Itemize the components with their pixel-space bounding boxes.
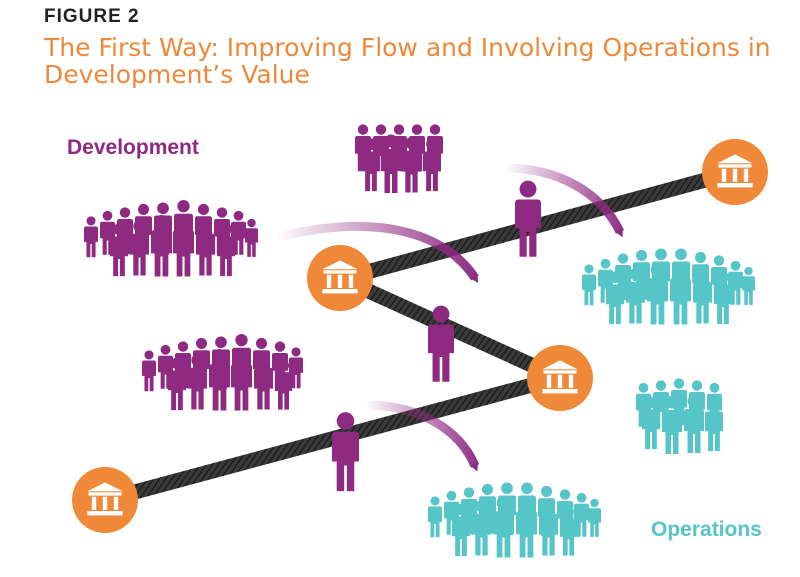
development-label: Development: [67, 136, 199, 159]
person-icon: [84, 216, 98, 258]
bank-icon: [72, 467, 138, 533]
person-icon: [742, 266, 755, 305]
bank-icon: [527, 345, 593, 411]
development-crowd-top: [355, 124, 443, 193]
development-crowd-left: [84, 199, 258, 277]
person-icon: [332, 412, 359, 492]
operations-crowd-right: [636, 378, 723, 454]
operations-crowd-bottom: [428, 482, 601, 558]
development-crowd-middle: [142, 333, 303, 411]
bank-icon: [307, 245, 373, 311]
bank-nodes: [72, 139, 768, 533]
person-icon: [588, 498, 601, 537]
person-icon: [582, 264, 596, 306]
flow-path-bottom: [97, 370, 566, 508]
person-icon: [142, 350, 156, 392]
person-icon: [245, 218, 258, 257]
operations-crowd-top-right: [582, 248, 755, 325]
arrow-icon: [364, 400, 480, 472]
person-icon: [515, 180, 541, 257]
bank-icon: [702, 139, 768, 205]
person-icon: [428, 496, 442, 538]
figure-title: The First Way: Improving Flow and Involv…: [44, 33, 771, 89]
figure-number: FIGURE 2: [44, 6, 140, 27]
arrow-icon: [504, 163, 625, 238]
flow-arrows: [273, 163, 625, 472]
operations-label: Operations: [651, 518, 762, 541]
arrow-icon: [273, 221, 479, 284]
